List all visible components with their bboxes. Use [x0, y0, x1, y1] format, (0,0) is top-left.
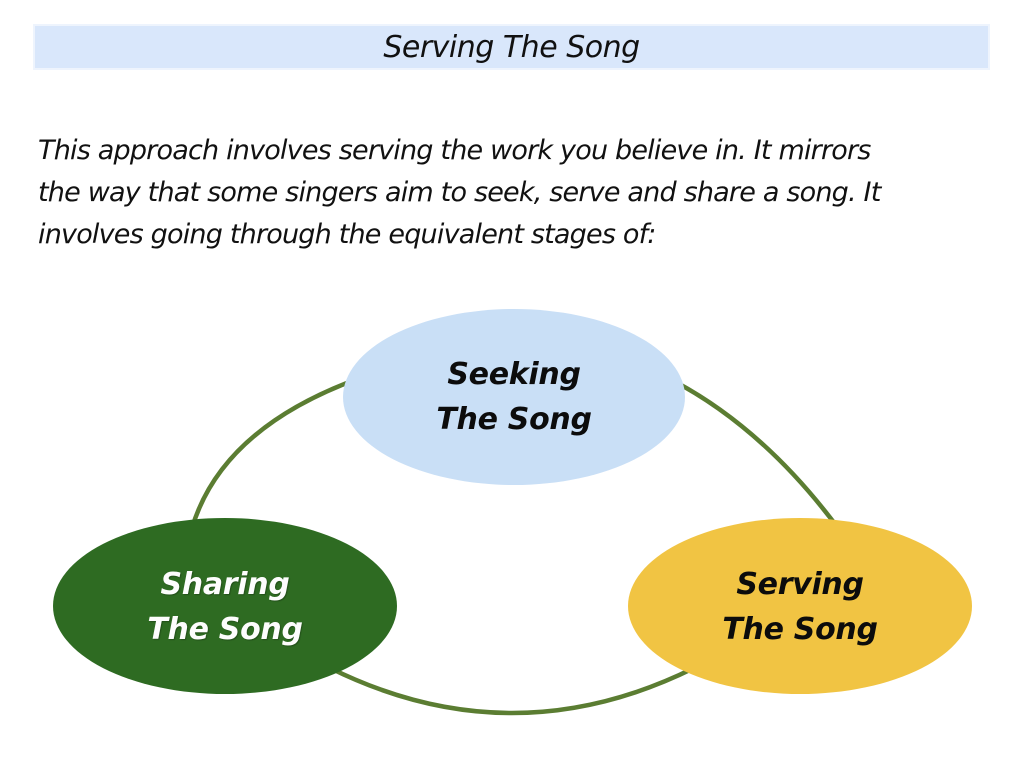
intro-line: This approach involves serving the work … [38, 135, 871, 166]
intro-line: involves going through the equivalent st… [38, 219, 656, 250]
connector-arc-right [666, 375, 840, 530]
connector-arc-left [189, 375, 361, 529]
seeking-node-ellipse [343, 309, 685, 485]
intro-paragraph: This approach involves serving the work … [38, 130, 998, 256]
title-banner: Serving The Song [33, 24, 990, 70]
page-title: Serving The Song [383, 29, 640, 65]
connector-arc-bottom [329, 665, 695, 716]
sharing-node-ellipse [53, 518, 397, 694]
intro-line: the way that some singers aim to seek, s… [38, 177, 881, 208]
serving-node-ellipse [628, 518, 972, 694]
